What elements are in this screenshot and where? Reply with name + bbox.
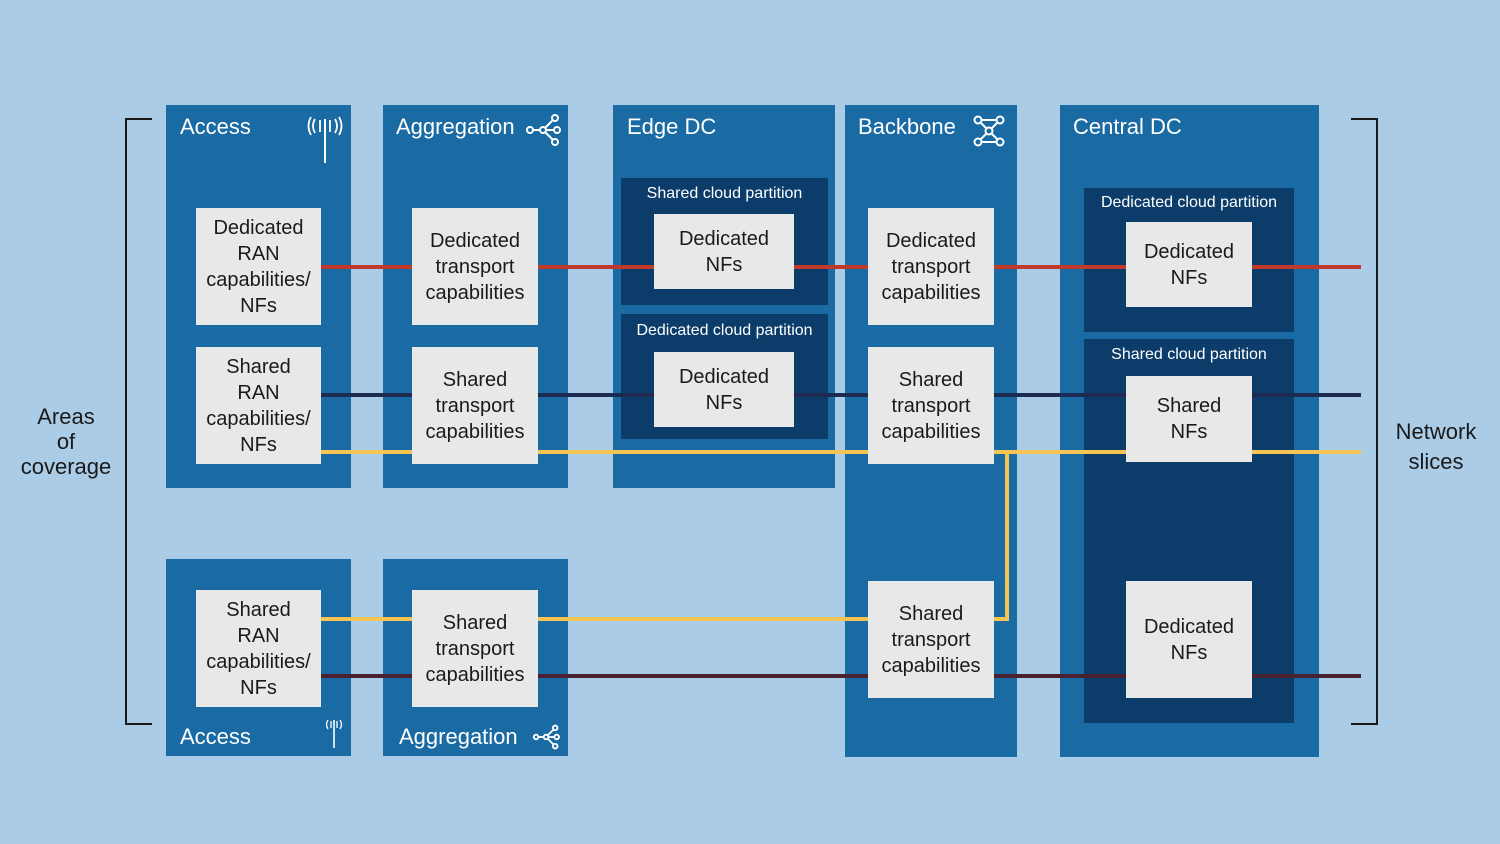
central-dedicated-nfs-box: Dedicated NFs <box>1126 581 1252 698</box>
share-nodes-icon <box>526 114 561 146</box>
central-shared-partition-title: Shared cloud partition <box>1111 346 1267 363</box>
dedicated-ran-box: Dedicated RAN capabilities/ NFs <box>196 208 321 325</box>
edge-dedicated-nfs-box: Dedicated NFs <box>654 214 794 289</box>
backbone-shared-transport-box: Shared transport capabilities <box>868 581 994 698</box>
aggregation-bottom-title: Aggregation <box>399 724 518 749</box>
backbone-dedicated-transport-box: Dedicated transport capabilities <box>868 208 994 325</box>
shared-ran-box: Shared RAN capabilities/ NFs <box>196 347 321 464</box>
edge-dedicated-nfs-box: Dedicated NFs <box>654 352 794 427</box>
bottom-shared-ran-box: Shared RAN capabilities/ NFs <box>196 590 321 707</box>
aggregation-top-title: Aggregation <box>396 114 515 139</box>
backbone-title: Backbone <box>858 114 956 139</box>
central-dedicated-partition-title: Dedicated cloud partition <box>1100 194 1278 211</box>
slice-line-yellow-bottom <box>321 452 1009 621</box>
edge-shared-partition-title: Shared cloud partition <box>646 185 803 202</box>
mesh-network-icon <box>973 115 1005 147</box>
access-bottom-title: Access <box>180 724 251 749</box>
dedicated-transport-box: Dedicated transport capabilities <box>412 208 538 325</box>
antenna-icon <box>307 116 343 163</box>
bottom-shared-transport-box: Shared transport capabilities <box>412 590 538 707</box>
antenna-icon <box>325 719 343 748</box>
central-shared-nfs-box: Shared NFs <box>1126 376 1252 462</box>
right-bracket <box>1351 118 1378 725</box>
shared-transport-box: Shared transport capabilities <box>412 347 538 464</box>
central-dedicated-nfs-box: Dedicated NFs <box>1126 222 1252 307</box>
edge-dedicated-partition-title: Dedicated cloud partition <box>636 322 813 339</box>
left-bracket <box>125 118 152 725</box>
backbone-shared-transport-box: Shared transport capabilities <box>868 347 994 464</box>
access-top-title: Access <box>180 114 251 139</box>
network-slices-label: Network slices <box>1395 419 1477 474</box>
areas-of-coverage-label: Areas of coverage <box>20 404 112 479</box>
edge-dc-title: Edge DC <box>627 114 717 139</box>
share-nodes-icon <box>532 724 560 750</box>
central-dc-title: Central DC <box>1073 114 1182 139</box>
